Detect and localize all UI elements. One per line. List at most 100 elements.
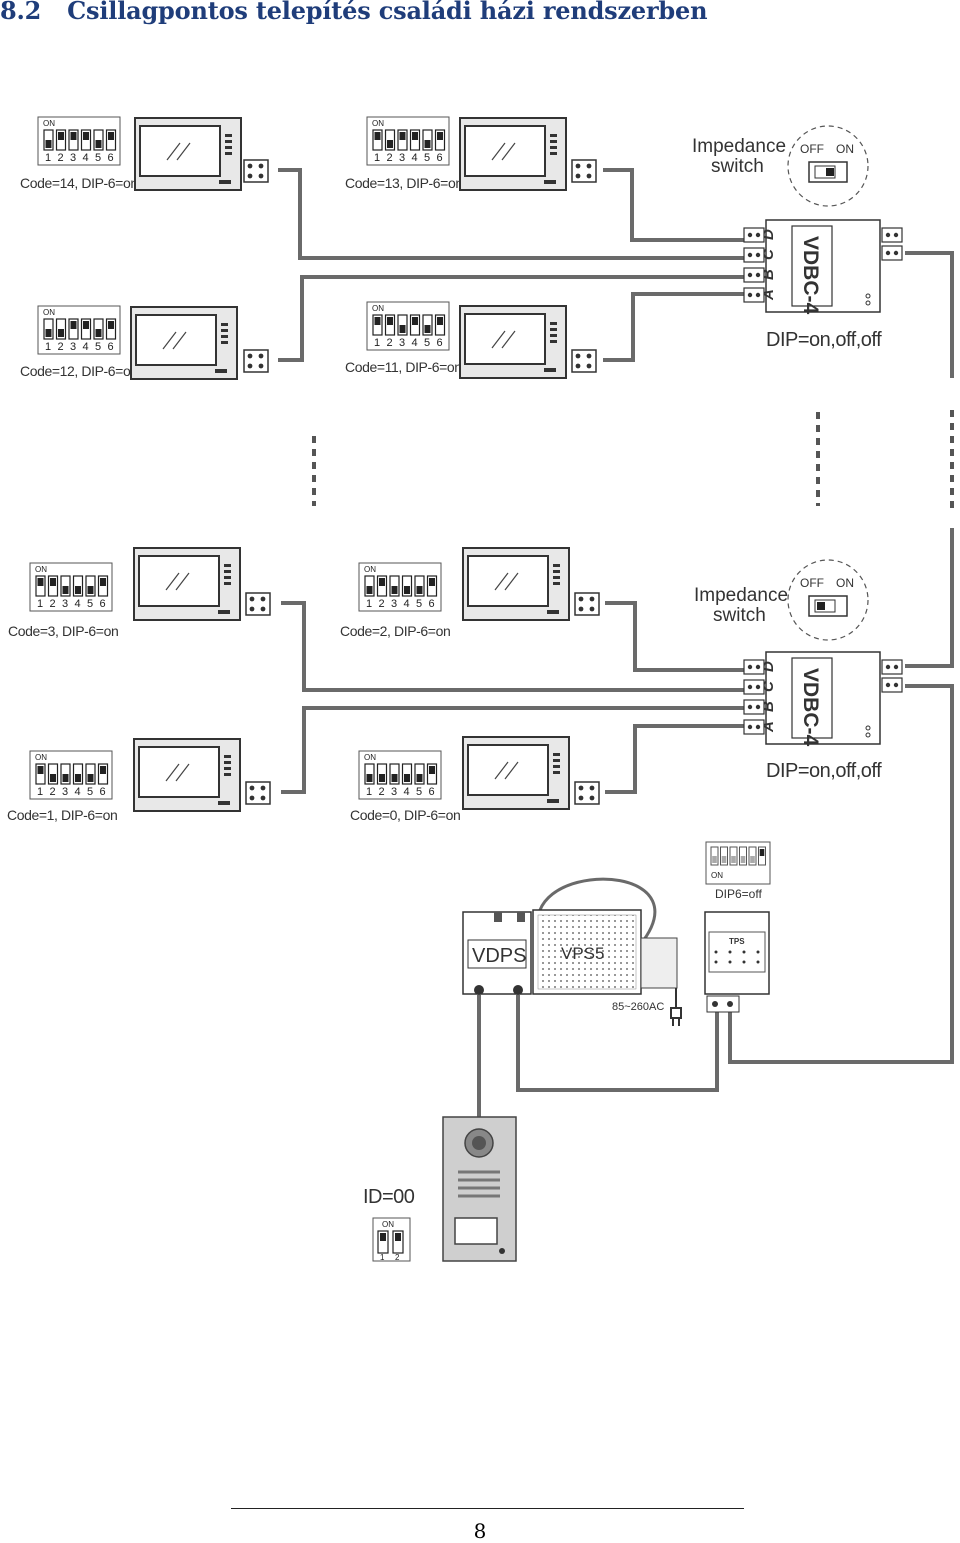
monitor-code-label: Code=1, DIP-6=on [7, 807, 117, 823]
monitor-unit [133, 547, 241, 621]
monitor-unit [130, 306, 238, 380]
dip-lever [95, 329, 102, 337]
dip-lever [437, 132, 443, 140]
dip-lever [37, 578, 44, 586]
monitor-unit [462, 736, 570, 810]
distributor-dip-label: DIP=on,off,off [766, 760, 882, 782]
wire-monitor-2 [605, 601, 745, 672]
dip-number: 4 [412, 152, 418, 164]
dip-lever [100, 766, 106, 774]
dip-number: 5 [416, 598, 422, 610]
dip-number: 3 [62, 786, 68, 798]
port-terminal [743, 227, 765, 243]
dip-number: 4 [404, 786, 410, 798]
vps5-label: VPS5 [561, 944, 604, 963]
dip-lever [424, 140, 431, 148]
port-terminal [743, 287, 765, 303]
tps-dip-label: DIP6=off [715, 887, 762, 901]
continuation-marks [312, 410, 954, 512]
monitor-unit [133, 738, 241, 812]
dip-lever [50, 774, 56, 782]
dip-lever [379, 774, 385, 782]
section-title: Csillagpontos telepítés családi házi ren… [67, 0, 708, 25]
port-terminal [743, 719, 765, 735]
port-terminal [743, 699, 765, 715]
port-label: B [760, 701, 777, 712]
wire-monitor-0 [605, 724, 745, 794]
dip-number: 1 [45, 152, 51, 164]
door-dip-number-2: 2 [395, 1253, 400, 1262]
dip-number: 4 [75, 598, 81, 610]
tps-name: TPS [729, 937, 745, 946]
wire-monitor-14 [278, 168, 745, 260]
dip-number: 5 [87, 598, 93, 610]
monitor-code-label: Code=11, DIP-6=on [345, 359, 462, 375]
dip-number: 1 [37, 598, 43, 610]
wire-monitor-1 [281, 706, 745, 794]
port-label: A [760, 289, 777, 301]
dip-number: 5 [424, 152, 430, 164]
monitor-terminal [243, 349, 269, 373]
monitor-unit [459, 305, 567, 379]
monitor-code-label: Code=3, DIP-6=on [8, 623, 118, 639]
dip-number: 2 [58, 152, 64, 164]
tps-unit: ON DIP6=off TPS [704, 841, 771, 1013]
impedance-switch-callout [787, 559, 869, 641]
dip-lever [404, 774, 410, 782]
dip-lever [62, 586, 69, 594]
dip-on-label: ON [35, 753, 47, 762]
speaker-grille [458, 1170, 500, 1198]
distributor-name: VDBC-4 [799, 668, 822, 746]
monitor-terminal [574, 592, 600, 616]
monitor-screen [464, 125, 546, 177]
dip-on-label: ON [372, 119, 384, 128]
tps-dip-on-label: ON [711, 871, 723, 880]
dip-lever [429, 766, 435, 774]
dip-lever [83, 321, 89, 329]
port-terminal [743, 267, 765, 283]
dip-lever [416, 774, 423, 782]
dip-number: 6 [100, 786, 106, 798]
dip-number: 6 [100, 598, 106, 610]
dip-number: 2 [50, 598, 56, 610]
dip-number: 5 [95, 152, 101, 164]
monitor-screen [467, 555, 549, 607]
dip-number: 4 [83, 152, 89, 164]
switch-on-label: ON [836, 576, 854, 590]
dip-number: 3 [391, 786, 397, 798]
dip-on-label: ON [372, 304, 384, 313]
dip-lever [387, 317, 393, 325]
wire-distributor-2-out [728, 684, 954, 1064]
dip-number: 2 [379, 786, 385, 798]
dip-lever [399, 325, 406, 333]
footer-rule [231, 1508, 744, 1509]
impedance-switch-callout [787, 125, 869, 207]
dip-number: 3 [62, 598, 68, 610]
wire-monitor-3 [281, 601, 745, 692]
dip-lever [108, 132, 114, 140]
monitor-screen [138, 555, 220, 607]
monitor-screen [139, 125, 221, 177]
monitor-unit [462, 547, 570, 621]
dip-lever [37, 766, 44, 774]
dip-number: 3 [70, 341, 76, 353]
port-label: A [760, 721, 777, 733]
output-terminal [881, 659, 903, 675]
monitor-terminal [245, 592, 271, 616]
door-station-dip-switch: ON 1 2 [372, 1217, 411, 1262]
wire-distributor-1-out [905, 251, 954, 378]
monitor-terminal [571, 349, 597, 373]
dip-on-label: ON [364, 753, 376, 762]
door-dip-on-label: ON [382, 1220, 394, 1229]
impedance-label: Impedance [692, 136, 786, 157]
port-label: D [760, 229, 777, 240]
